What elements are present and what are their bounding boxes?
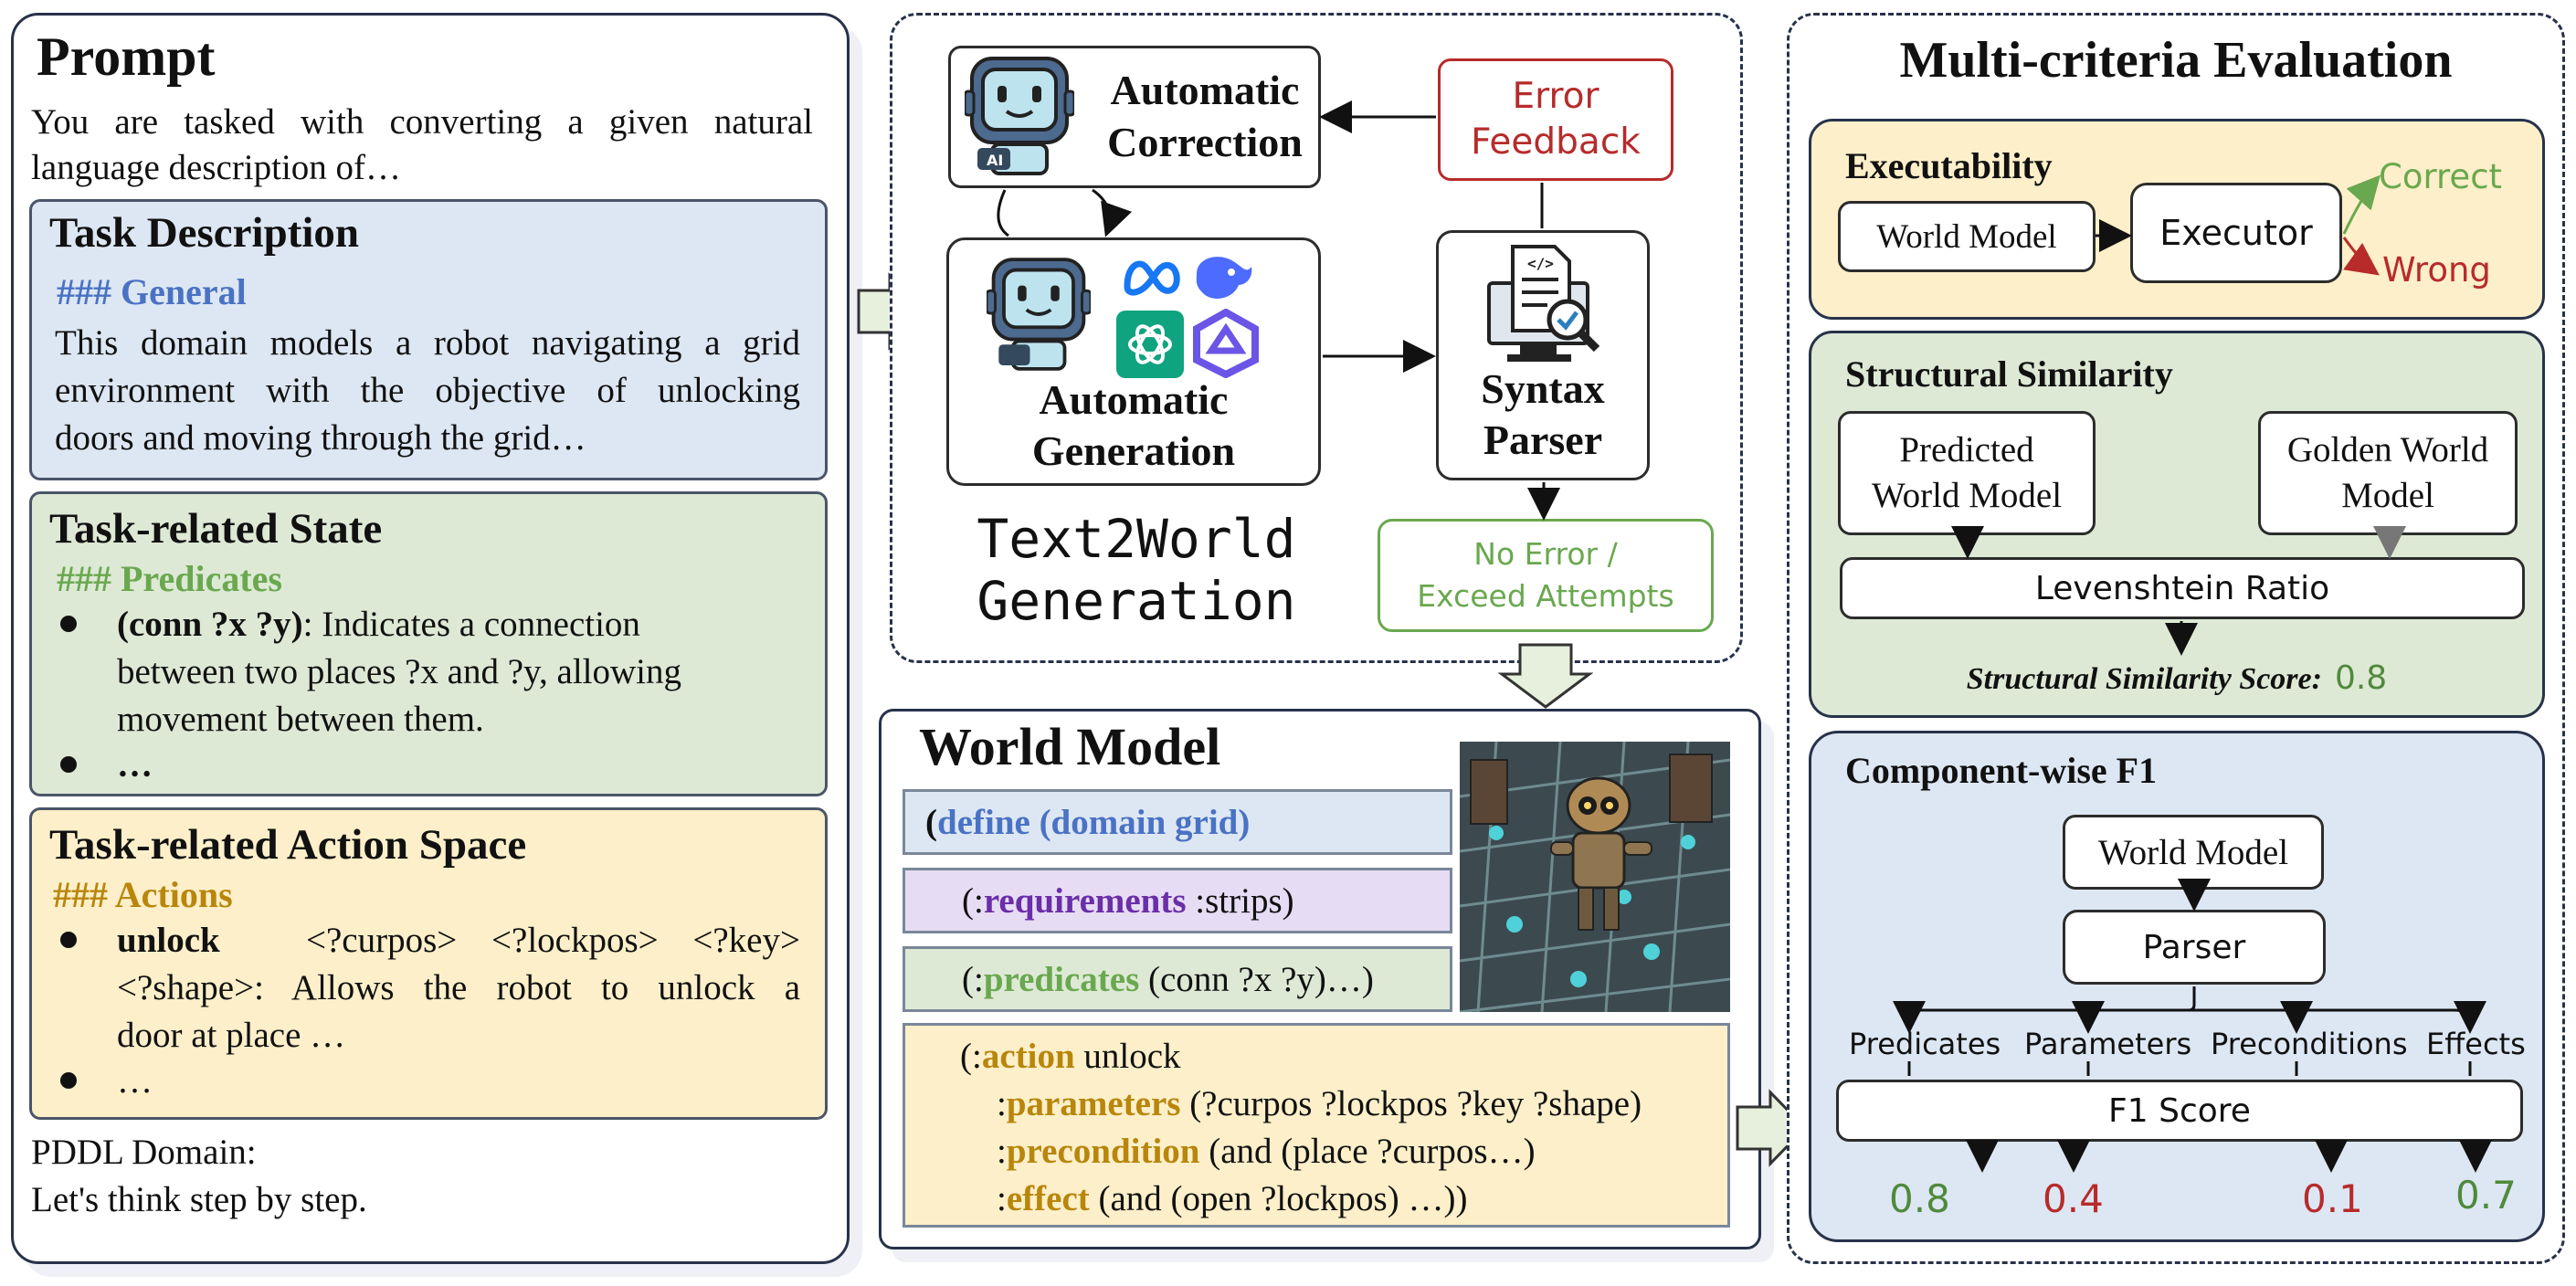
- prompt-intro-line1: You are tasked with converting a given n…: [31, 102, 813, 142]
- pddl-domain-label: PDDL Domain:: [31, 1133, 257, 1172]
- bullet-icon: [60, 1072, 77, 1089]
- deepseek-logo-icon: [1196, 257, 1252, 299]
- f1-score-predicates: 0.8: [1889, 1176, 1950, 1221]
- levenshtein-box: Levenshtein Ratio: [1840, 557, 2525, 619]
- task-description-section: [29, 199, 828, 480]
- syntax-parser-label: Syntax Parser: [1481, 365, 1605, 463]
- evaluation-title: Multi-criteria Evaluation: [1899, 32, 2453, 89]
- no-error-box: No Error / Exceed Attempts: [1378, 519, 1714, 632]
- f1-score-parameters: 0.4: [2043, 1176, 2104, 1221]
- code-action-line: (:action unlock: [960, 1037, 1181, 1076]
- task-action-section: [29, 807, 828, 1120]
- task-state-bullet1-line2: between two places ?x and ?y, allowing: [117, 652, 682, 691]
- task-state-section: [29, 491, 828, 796]
- task-action-subheader: ### Actions: [53, 874, 233, 915]
- automatic-correction-label: Automatic Correction: [1107, 67, 1303, 165]
- code-predicates-rest: (conn ?x ?y)…): [1139, 959, 1374, 999]
- code-action-block: (:action unlock :parameters (?curpos ?lo…: [903, 1023, 1730, 1228]
- task-description-line3: doors and moving through the grid…: [55, 418, 586, 458]
- ai-badge: AI: [987, 152, 1004, 169]
- code-prefix: (:: [962, 959, 984, 999]
- task-description-line2: environment with the objective of unlock…: [55, 371, 800, 410]
- correct-label: Correct: [2379, 157, 2503, 196]
- task-state-bullet1-line3: movement between them.: [117, 700, 484, 739]
- robot-ai-icon: [965, 57, 1074, 175]
- code-predicates-keyword: predicates: [983, 959, 1140, 999]
- wrong-label: Wrong: [2382, 250, 2491, 290]
- bullet-icon: [60, 616, 77, 632]
- action-term: unlock: [117, 921, 220, 960]
- code-requirements-keyword: requirements: [983, 880, 1187, 921]
- component-parameters-label: Parameters: [2024, 1027, 2192, 1061]
- generation-arrows: [997, 100, 1560, 521]
- f1-score-box: F1 Score: [1836, 1080, 2523, 1142]
- task-action-bullet1-line2: <?shape>: Allows the robot to unlock a: [117, 968, 800, 1007]
- svg-text:</>: </>: [1527, 255, 1554, 272]
- error-feedback-box: Error Feedback: [1438, 58, 1673, 181]
- executability-arrows: [2096, 174, 2381, 276]
- code-paren: (: [925, 802, 937, 842]
- think-step-label: Let's think step by step.: [31, 1180, 367, 1219]
- action-args: <?curpos> <?lockpos> <?key>: [305, 921, 800, 960]
- structural-score-label: Structural Similarity Score:: [1966, 662, 2322, 696]
- task-description-title: Task Description: [49, 209, 360, 257]
- task-description-line1: This domain models a robot navigating a …: [55, 323, 800, 363]
- code-prefix: (:: [962, 880, 984, 921]
- f1-score-effects: 0.7: [2455, 1173, 2517, 1217]
- task-description-subheader: ### General: [57, 271, 247, 312]
- code-predicates-row: (:predicates (conn ?x ?y)…): [903, 946, 1452, 1012]
- predicate-desc: : Indicates a connection: [302, 605, 640, 644]
- world-model-title: World Model: [919, 717, 1221, 776]
- code-define-row: (define (domain grid): [903, 789, 1452, 855]
- task-action-bullet2: …: [117, 1061, 153, 1101]
- code-define-keyword: define (domain grid): [937, 802, 1251, 842]
- meta-logo-icon: [1124, 260, 1180, 296]
- structural-score-row: Structural Similarity Score: 0.8: [1809, 659, 2545, 697]
- qwen-logo-icon: [1193, 309, 1259, 378]
- document-search-icon: </>: [1487, 245, 1600, 362]
- down-arrow-icon: [1498, 643, 1593, 709]
- bullet-icon: [60, 756, 77, 773]
- f1-score-preconditions: 0.1: [2302, 1176, 2363, 1221]
- automatic-generation-label: Automatic Generation: [1031, 376, 1236, 474]
- text2world-caption: Text2World Generation: [977, 508, 1296, 632]
- openai-logo-icon: [1116, 311, 1184, 378]
- code-requirements-row: (:requirements :strips): [903, 868, 1452, 933]
- structural-score-value: 0.8: [2334, 659, 2388, 697]
- predicate-term: (conn ?x ?y): [117, 605, 303, 644]
- task-state-title: Task-related State: [49, 505, 383, 553]
- code-parameters-line: :parameters (?curpos ?lockpos ?key ?shap…: [997, 1084, 1642, 1123]
- robot-grid-image: [1460, 742, 1730, 1012]
- task-action-title: Task-related Action Space: [49, 821, 527, 869]
- prompt-title: Prompt: [37, 26, 216, 87]
- structural-arrows: [1951, 526, 2406, 656]
- code-requirements-rest: :strips): [1186, 880, 1294, 921]
- prompt-intro-line2: language description of…: [31, 148, 402, 187]
- component-f1-arrows: [1893, 879, 2492, 1173]
- component-f1-title: Component-wise F1: [1845, 750, 2158, 791]
- executability-title: Executability: [1845, 145, 2053, 186]
- structural-title: Structural Similarity: [1845, 353, 2173, 395]
- code-effect-line: :effect (and (open ?lockpos) …)): [997, 1179, 1468, 1218]
- task-state-bullet2: …: [117, 745, 153, 785]
- executor-box: Executor: [2130, 183, 2342, 283]
- exec-world-model-box: World Model: [1838, 201, 2096, 272]
- task-state-subheader: ### Predicates: [57, 558, 282, 599]
- code-precondition-line: :precondition (and (place ?curpos…): [997, 1132, 1536, 1171]
- golden-world-model-box: Golden World Model: [2258, 411, 2518, 535]
- task-action-bullet1-line1: unlock <?curpos> <?lockpos> <?key>: [117, 917, 800, 964]
- robot-ai-icon: [987, 258, 1091, 371]
- bullet-icon: [60, 932, 77, 948]
- f1-world-model-box: World Model: [2063, 815, 2324, 890]
- task-state-bullet1-line1: (conn ?x ?y): Indicates a connection: [117, 601, 640, 648]
- task-action-bullet1-line3: door at place …: [117, 1016, 346, 1055]
